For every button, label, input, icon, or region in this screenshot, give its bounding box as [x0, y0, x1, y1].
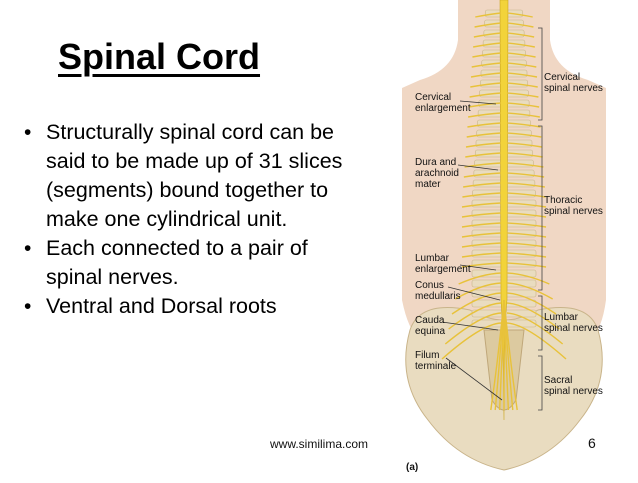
label-conus-medullaris: Conus medullaris [415, 280, 461, 302]
bullet-item: • Ventral and Dorsal roots [22, 292, 367, 321]
label-lumbar-enlargement: Lumbar enlargement [415, 253, 471, 275]
bullet-text: Each connected to a pair of spinal nerve… [46, 236, 308, 289]
slide-title: Spinal Cord [58, 36, 261, 77]
label-cervical-nerves: Cervical spinal nerves [544, 72, 603, 94]
footer-url: www.similima.com [270, 437, 369, 451]
label-sacral-nerves: Sacral spinal nerves [544, 375, 603, 397]
label-thoracic-nerves: Thoracic spinal nerves [544, 195, 603, 217]
spine-anatomy-drawing [402, 0, 606, 471]
label-cervical-enlargement: Cervical enlargement [415, 92, 471, 114]
label-cauda-equina: Cauda equina [415, 315, 446, 337]
spinal-cord-illustration: Cervical enlargement Dura and arachnoid … [380, 0, 638, 478]
label-dura-arachnoid: Dura and arachnoid mater [415, 157, 459, 190]
bullet-text: Ventral and Dorsal roots [46, 294, 277, 318]
bullet-item: • Structurally spinal cord can be said to… [22, 118, 367, 234]
bullet-dot-icon: • [24, 237, 32, 260]
bullet-text: Structurally spinal cord can be said to … [46, 120, 343, 231]
bullet-dot-icon: • [24, 121, 32, 144]
label-filum-terminale: Filum terminale [415, 350, 457, 372]
figure-panel-letter: (a) [406, 462, 419, 473]
page-number: 6 [588, 435, 596, 451]
bullet-dot-icon: • [24, 295, 32, 318]
label-lumbar-nerves: Lumbar spinal nerves [544, 312, 603, 334]
bullet-list: • Structurally spinal cord can be said to… [22, 118, 367, 321]
bullet-item: • Each connected to a pair of spinal nerv… [22, 234, 367, 292]
